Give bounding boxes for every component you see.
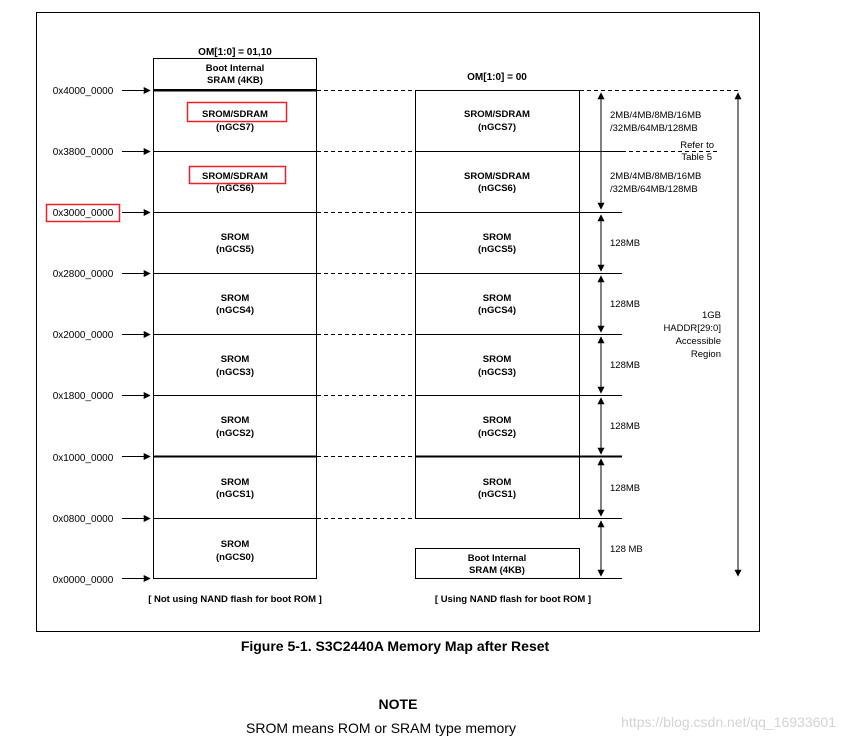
left-bank7-name: SROM/SDRAM <box>202 109 268 120</box>
refer-line2: Table 5 <box>681 152 712 163</box>
right-boot-sram-line1: Boot Internal <box>468 553 527 564</box>
right-bank7-name: SROM/SDRAM <box>464 109 530 120</box>
size-bank7-line1: 2MB/4MB/8MB/16MB <box>610 110 701 121</box>
right-bank2-cs: (nGCS2) <box>478 428 516 439</box>
total-line1: 1GB <box>702 310 721 321</box>
right-bank3-cs: (nGCS3) <box>478 367 516 378</box>
right-bank6-cs: (nGCS6) <box>478 183 516 194</box>
size-bank3: 128MB <box>610 360 640 371</box>
left-bank3-cs: (nGCS3) <box>216 367 254 378</box>
right-boot-sram-box <box>415 548 580 579</box>
right-bank4-cs: (nGCS4) <box>478 305 516 316</box>
size-bank2: 128MB <box>610 421 640 432</box>
highlight-address-3000 <box>45 203 121 223</box>
address-0x30000000: 0x3000_0000 <box>53 208 114 219</box>
right-bank4-name: SROM <box>483 293 512 304</box>
right-bank7-cs: (nGCS7) <box>478 122 516 133</box>
size-bank6-line2: /32MB/64MB/128MB <box>610 184 698 195</box>
address-0x18000000: 0x1800_0000 <box>53 391 114 402</box>
address-arrows <box>122 87 151 582</box>
watermark: https://blog.csdn.net/qq_16933601 <box>621 714 836 730</box>
note-title: NOTE <box>378 696 418 712</box>
right-bank6-name: SROM/SDRAM <box>464 171 530 182</box>
left-bank1-cs: (nGCS1) <box>216 489 254 500</box>
right-bank5-name: SROM <box>483 232 512 243</box>
left-bank5-name: SROM <box>221 232 250 243</box>
address-0x28000000: 0x2800_0000 <box>53 269 114 280</box>
dashed-connectors <box>317 90 740 519</box>
left-bank2-name: SROM <box>221 415 250 426</box>
size-bank6-line1: 2MB/4MB/8MB/16MB <box>610 171 701 182</box>
address-0x40000000: 0x4000_0000 <box>53 86 114 97</box>
address-0x08000000: 0x0800_0000 <box>53 514 114 525</box>
left-bank5-cs: (nGCS5) <box>216 244 254 255</box>
left-footer: [ Not using NAND flash for boot ROM ] <box>148 594 322 605</box>
left-bank6-cs: (nGCS6) <box>216 183 254 194</box>
left-bank4-name: SROM <box>221 293 250 304</box>
size-bank5: 128MB <box>610 238 640 249</box>
total-line3: Accessible <box>676 336 721 347</box>
left-bank0-name: SROM <box>221 539 250 550</box>
size-bank0: 128 MB <box>610 544 643 555</box>
right-footer: [ Using NAND flash for boot ROM ] <box>435 594 591 605</box>
address-0x10000000: 0x1000_0000 <box>53 453 114 464</box>
size-bank1: 128MB <box>610 483 640 494</box>
total-line4: Region <box>691 349 721 360</box>
figure-frame <box>36 12 760 632</box>
figure-caption: Figure 5-1. S3C2440A Memory Map after Re… <box>240 638 550 654</box>
left-bank1-name: SROM <box>221 477 250 488</box>
right-bank2-name: SROM <box>483 415 512 426</box>
right-memory-column <box>415 90 580 519</box>
left-bank0-cs: (nGCS0) <box>216 552 254 563</box>
left-boot-sram-line1: Boot Internal <box>206 63 265 74</box>
highlight-left-bank7 <box>186 101 288 123</box>
highlight-left-bank6 <box>188 165 287 185</box>
right-mode-label: OM[1:0] = 00 <box>467 72 527 83</box>
left-bank6-name: SROM/SDRAM <box>202 171 268 182</box>
note-text: SROM means ROM or SRAM type memory <box>246 720 516 736</box>
right-bank1-cs: (nGCS1) <box>478 489 516 500</box>
left-mode-label: OM[1:0] = 01,10 <box>198 47 272 58</box>
left-bank4-cs: (nGCS4) <box>216 305 254 316</box>
left-boot-sram-line2: SRAM (4KB) <box>207 75 263 86</box>
right-bank5-cs: (nGCS5) <box>478 244 516 255</box>
right-bank1-name: SROM <box>483 477 512 488</box>
address-0x38000000: 0x3800_0000 <box>53 147 114 158</box>
size-bank7-line2: /32MB/64MB/128MB <box>610 123 698 134</box>
total-line2: HADDR[29:0] <box>663 323 721 334</box>
address-0x20000000: 0x2000_0000 <box>53 330 114 341</box>
right-boot-sram-line2: SRAM (4KB) <box>469 565 525 576</box>
right-bank3-name: SROM <box>483 354 512 365</box>
left-bank7-cs: (nGCS7) <box>216 122 254 133</box>
refer-line1: Refer to <box>680 140 714 151</box>
left-bank3-name: SROM <box>221 354 250 365</box>
address-0x00000000: 0x0000_0000 <box>53 575 114 586</box>
size-bank4: 128MB <box>610 299 640 310</box>
left-bank2-cs: (nGCS2) <box>216 428 254 439</box>
bank-size-arrows <box>597 92 742 577</box>
